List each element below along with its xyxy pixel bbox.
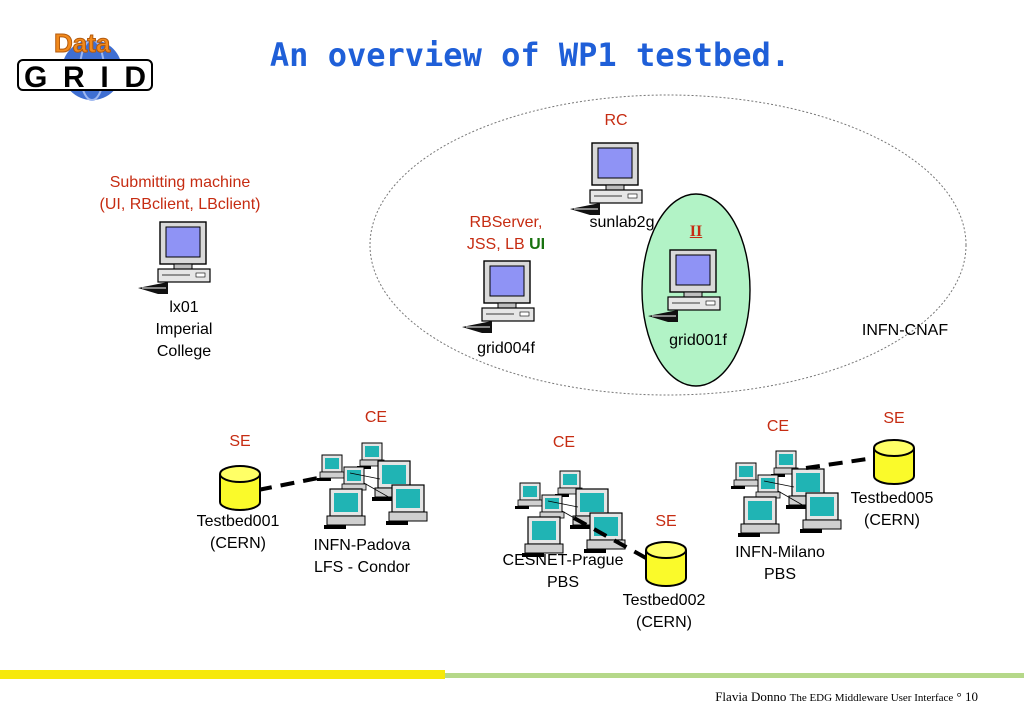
rbserver-services: JSS, LB UI (446, 234, 566, 256)
testbed002-owner: (CERN) (636, 614, 692, 631)
prague-cluster (515, 471, 625, 557)
milano-cluster (731, 451, 841, 537)
footer-subtitle: The EDG Middleware User Interface (789, 692, 954, 704)
testbed002-label: Testbed002 (622, 592, 706, 609)
testbed005-owner: (CERN) (864, 512, 920, 529)
milano-se-link (805, 456, 875, 470)
footer-author: Flavia Donno (715, 689, 787, 704)
submitting-machine-label: Submitting machine (109, 174, 251, 191)
testbed005-label: Testbed005 (850, 490, 934, 507)
lx01-location-2: College (156, 343, 212, 360)
cesnet-prague-label: CESNET-Prague (502, 552, 624, 569)
prague-se-link (573, 516, 647, 560)
ui-label: UI (529, 236, 546, 253)
infn-padova-scheduler: LFS - Condor (313, 559, 411, 576)
testbed001-owner: (CERN) (210, 535, 266, 552)
padova-se-link (257, 476, 319, 492)
grid004f-computer (461, 260, 535, 334)
lx01-location-1: Imperial (155, 321, 213, 338)
padova-ce-label: CE (364, 409, 388, 426)
grid001f-label: grid001f (669, 332, 727, 349)
lx01-computer (137, 221, 211, 295)
infn-cnaf-boundary (369, 94, 967, 396)
testbed001-storage (219, 465, 261, 511)
lx01-label: lx01 (169, 299, 199, 316)
footer: Flavia Donno The EDG Middleware User Int… (715, 689, 978, 705)
datagrid-logo: Data GRID (17, 28, 153, 101)
prague-ce-label: CE (552, 434, 576, 451)
grid004f-label: grid004f (477, 340, 535, 357)
infn-padova-label: INFN-Padova (313, 537, 411, 554)
submitting-machine-components: (UI, RBclient, LBclient) (99, 196, 261, 213)
padova-cluster (317, 443, 427, 529)
sunlab2g-computer (569, 142, 643, 216)
testbed005-storage (873, 439, 915, 485)
infn-milano-label: INFN-Milano (735, 544, 825, 561)
footer-page-number: ° 10 (956, 689, 978, 704)
infn-milano-scheduler: PBS (763, 566, 796, 583)
ii-label: II (689, 223, 703, 240)
cesnet-prague-scheduler: PBS (546, 574, 579, 591)
milano-se-label: SE (883, 410, 905, 427)
testbed002-storage (645, 541, 687, 587)
testbed001-label: Testbed001 (196, 513, 280, 530)
rbserver-services-text: JSS, LB (466, 236, 530, 253)
footer-bar-yellow (0, 670, 445, 679)
rc-label: RC (604, 112, 628, 129)
milano-ce-label: CE (766, 418, 790, 435)
sunlab2g-label: sunlab2g (589, 214, 655, 231)
infn-cnaf-label: INFN-CNAF (861, 322, 949, 339)
footer-bar-green (445, 673, 1024, 678)
prague-se-label: SE (655, 513, 677, 530)
page-title: An overview of WP1 testbed. (269, 36, 791, 74)
rbserver-label: RBServer, (469, 214, 543, 231)
padova-se-label: SE (229, 433, 251, 450)
svg-text:Data: Data (54, 28, 111, 58)
